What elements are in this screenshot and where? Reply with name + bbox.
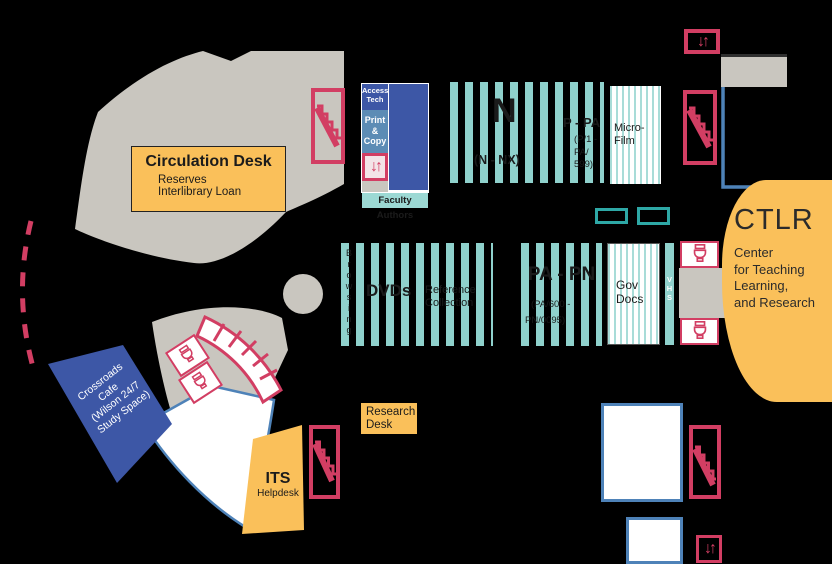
restroom-icon bbox=[164, 333, 211, 378]
shelf-n-label: N bbox=[492, 92, 517, 130]
ppa-range-line3: 599) bbox=[574, 159, 594, 170]
table-outline bbox=[595, 208, 628, 224]
study-room bbox=[626, 517, 683, 564]
its-shape bbox=[242, 425, 304, 534]
shelving-dvd-reference bbox=[341, 243, 493, 346]
restroom-icon bbox=[680, 318, 719, 345]
ctlr-line4: and Research bbox=[734, 294, 815, 310]
shelf-papn-label: PA - PN bbox=[527, 264, 596, 285]
tech-block bbox=[389, 84, 428, 190]
shelf-ppa-label: P - PA bbox=[563, 115, 601, 130]
access-tech-area: Access Tech bbox=[362, 84, 388, 110]
down-arrow: ↓ bbox=[370, 158, 378, 175]
ppa-range-line1: (P/1 - bbox=[574, 134, 598, 145]
faculty-authors-area: Faculty Authors bbox=[362, 193, 428, 221]
faculty-authors-label: Faculty Authors bbox=[376, 195, 414, 221]
ctlr-line1: Center bbox=[734, 245, 774, 260]
ctlr-line3: Learning, bbox=[734, 278, 789, 293]
ctlr-line2: for Teaching bbox=[734, 261, 805, 277]
shelf-ppa-range: (P/1 - PA/ 599) bbox=[574, 134, 597, 172]
up-arrow: ↑ bbox=[375, 158, 383, 175]
room-outline-bracket bbox=[721, 87, 787, 189]
elevator-icon: ↓↑ bbox=[696, 535, 722, 563]
study-room bbox=[601, 403, 683, 502]
table-outline bbox=[637, 207, 670, 225]
elevator-icon: ↓↑ bbox=[684, 29, 720, 54]
dvds-label: DVDs bbox=[366, 281, 412, 300]
ctlr-abbr: CTLR bbox=[734, 204, 814, 236]
gray-block-restrooms-right bbox=[679, 268, 726, 318]
microfilm-area: Micro- Film bbox=[610, 86, 661, 184]
ppa-range-line2: PA/ bbox=[574, 146, 589, 158]
gov-docs-area: Gov Docs bbox=[607, 243, 660, 345]
reserves-label: Reserves bbox=[158, 174, 207, 186]
stairs-icon bbox=[689, 425, 721, 499]
shelving-pa-pn bbox=[521, 243, 602, 346]
elevator-icon: ↓↑ bbox=[362, 153, 388, 181]
research-desk-area: Research Desk bbox=[361, 403, 417, 434]
ctlr-area: CTLR Center for Teaching Learning, and R… bbox=[722, 180, 832, 402]
papn-range-line1: (PA/600 - bbox=[531, 299, 571, 310]
stairs-icon bbox=[311, 88, 345, 164]
stairs-icon bbox=[309, 425, 340, 499]
print-label: Print bbox=[364, 115, 386, 125]
microfilm-label-line2: Film bbox=[614, 135, 635, 147]
stairs-icon bbox=[683, 90, 717, 165]
amp-label: & bbox=[371, 125, 379, 136]
up-arrow: ↑ bbox=[702, 32, 710, 50]
curved-stairs-icon bbox=[195, 314, 283, 405]
research-desk-line2: Desk bbox=[366, 418, 393, 431]
its-helpdesk-label: ITS Helpdesk bbox=[248, 470, 308, 499]
gray-stub bbox=[362, 181, 388, 192]
circulation-desk-title: Circulation Desk bbox=[145, 153, 272, 170]
circulation-desk-area: Circulation Desk Reserves Interlibrary L… bbox=[131, 146, 286, 212]
gov-docs-line1: Gov bbox=[616, 278, 639, 292]
gray-block-top-right bbox=[721, 54, 787, 87]
dashed-wall-arc bbox=[19, 220, 36, 368]
shelf-n-range: (N - NX) bbox=[474, 153, 520, 167]
print-copy-area: Print & Copy bbox=[362, 110, 388, 153]
vhs-shelf: VHS bbox=[665, 243, 674, 345]
shelving-n-to-ppa bbox=[450, 82, 604, 183]
restroom-icon bbox=[177, 360, 224, 405]
reference-line2: Collection bbox=[425, 296, 474, 309]
vhs-label: VHS bbox=[665, 275, 674, 302]
down-arrow: ↓ bbox=[704, 540, 712, 557]
its-title: ITS bbox=[265, 470, 291, 487]
pillar bbox=[283, 274, 323, 314]
gov-docs-line2: Docs bbox=[616, 292, 644, 306]
its-subtitle: Helpdesk bbox=[257, 488, 299, 499]
cafe-shape bbox=[48, 345, 172, 483]
browsing-vertical-label: Browsing bbox=[344, 248, 354, 336]
down-arrow: ↓ bbox=[697, 32, 705, 50]
access-tech-label: Access Tech bbox=[362, 86, 389, 104]
research-desk-line1: Research bbox=[366, 406, 416, 418]
restroom-icon bbox=[680, 241, 719, 268]
up-arrow: ↑ bbox=[709, 540, 717, 557]
papn-range-line2: PN/0095) bbox=[525, 315, 566, 326]
reference-line1: Reference bbox=[425, 284, 476, 296]
reference-collection-label: Reference Collection bbox=[425, 284, 476, 309]
copy-label: Copy bbox=[363, 136, 387, 146]
microfilm-label-line1: Micro- bbox=[614, 122, 645, 134]
interlibrary-loan-label: Interlibrary Loan bbox=[158, 186, 242, 198]
